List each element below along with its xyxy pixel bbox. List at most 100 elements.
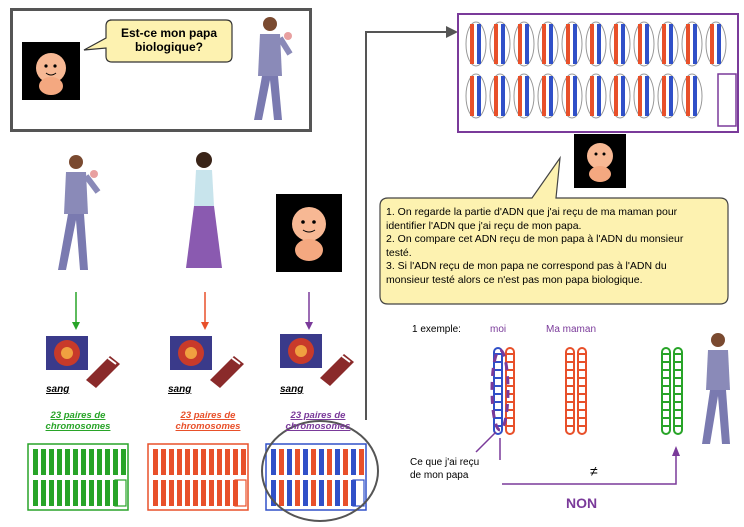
question-text: Est-ce mon papa biologique? [108,26,230,54]
sang-label-2: sang [168,384,192,395]
chromosome-bar [73,449,78,475]
chromosome-bar [351,449,356,475]
karyotype-purple [265,443,367,511]
verdict-text: NON [566,495,598,511]
question-line1: Est-ce mon papa [120,26,218,40]
man-figure-top [254,17,293,120]
explanation-text: 1. On regarde la partie d'ADN que j'ai r… [386,206,706,287]
baby-top [22,42,80,100]
arrow-green [72,292,80,330]
chromosome-bar [65,449,70,475]
woman-figure [186,152,222,268]
chromosome-bar [153,480,158,506]
chromosome-bar [209,449,214,475]
explanation-bubble-shape [379,155,729,305]
explanation-step3: 3. Si l'ADN reçu de mon papa ne correspo… [386,260,667,286]
blood-image-3 [280,334,354,386]
chromosome-bar [169,480,174,506]
chromosome-bar [311,449,316,475]
label-pointer [475,431,497,453]
chromosome-grid [457,13,739,133]
connector-line [365,31,450,420]
example-label: 1 exemple: [412,324,461,335]
chromosome-bar [279,449,284,475]
chromosome-bar [295,449,300,475]
explanation-step1: 1. On regarde la partie d'ADN que j'ai r… [386,206,678,232]
chromosome-bar [193,480,198,506]
chromosome-bar [169,449,174,475]
chromosome-bar [327,480,332,506]
chromosome-bar [97,449,102,475]
highlight-circle [261,420,379,522]
chromosome-bar [233,449,238,475]
man-figure-left [58,155,101,270]
moi-label: moi [490,324,507,335]
chromosome-bar [33,480,38,506]
chromosome-bar [185,449,190,475]
chromosome-monsieur [661,347,683,435]
chromosome-bar [153,449,158,475]
karyotype-green [27,443,129,511]
chromosome-bar [105,449,110,475]
chromosome-maman [565,347,587,435]
chromosome-bar [41,449,46,475]
chromosome-bar [335,480,340,506]
chromosome-bar [271,480,276,506]
chromosome-bar [65,480,70,506]
chromosome-bar [57,449,62,475]
sang-label-3: sang [280,384,304,395]
question-line2: biologique? [135,40,203,54]
chromosome-bar [225,480,230,506]
chromosome-bar [177,449,182,475]
question-bubble-shape [83,19,233,63]
paternal-dna-highlight [490,348,510,432]
chromosome-bar [303,480,308,506]
chromosome-bar [279,480,284,506]
karyotype-red [147,443,249,511]
chromosome-bar [97,480,102,506]
chromosome-bar [89,449,94,475]
chromosome-bar [303,449,308,475]
chromosome-bar [271,449,276,475]
chromosome-bar [217,480,222,506]
chromosome-bar [161,480,166,506]
not-equal-sign: ≠ [590,463,598,479]
chromosome-bar [73,480,78,506]
maman-label: Ma maman [546,324,597,335]
chromosome-bar [161,449,166,475]
chromosome-bar [185,480,190,506]
comparison-bracket [499,438,677,485]
chromosome-bar [335,449,340,475]
chromosome-bar [343,449,348,475]
sang-label-1: sang [46,384,70,395]
chromosome-bar [287,449,292,475]
chromosome-bar [201,449,206,475]
chromosome-bar [225,449,230,475]
chromosome-bar [311,480,316,506]
chromosome-bar [193,449,198,475]
chromosome-bar [295,480,300,506]
explanation-step2: 2. On compare cet ADN reçu de mon papa à… [386,233,684,259]
chromosome-bar [113,449,118,475]
blood-image-2 [170,336,244,388]
chromosome-bar [49,480,54,506]
chromosome-bar [359,449,364,475]
chromosome-bar [41,480,46,506]
connector-arrowhead [446,26,458,38]
chromosome-bar [241,449,246,475]
chromosome-bar [121,449,126,475]
chromosome-bar [81,449,86,475]
baby-bottom [276,194,342,272]
chromosome-bar [49,449,54,475]
chromosome-bar [201,480,206,506]
chromosome-bar [209,480,214,506]
baby-middle [574,134,626,188]
chromosome-bar [319,480,324,506]
chromosome-bar [33,449,38,475]
chromosome-bar [177,480,182,506]
